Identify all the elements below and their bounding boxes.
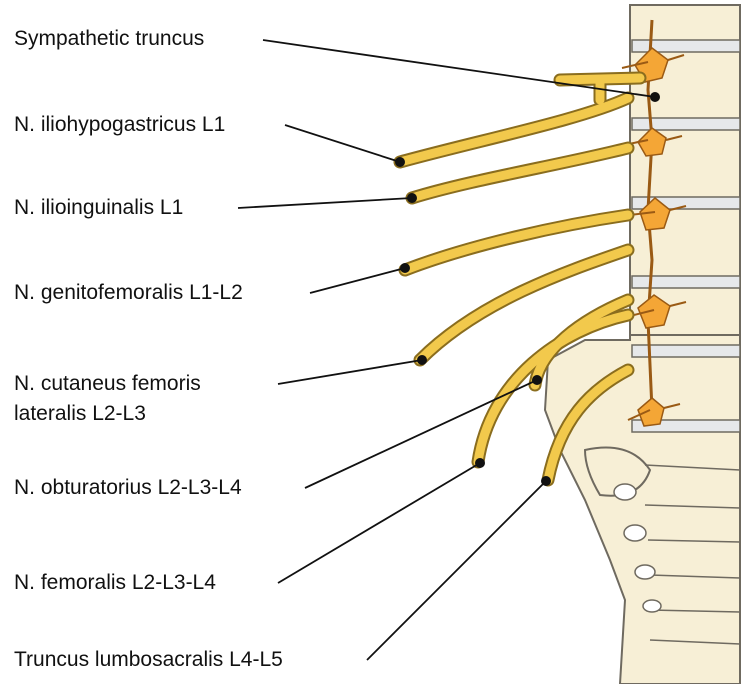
label-truncus-lumbosacralis: Truncus lumbosacralis L4-L5	[14, 647, 283, 673]
disc-4	[632, 276, 740, 288]
dot-obturatorius	[532, 375, 542, 385]
dot-genitofemoralis	[400, 263, 410, 273]
dot-lumbosacralis	[541, 476, 551, 486]
leader-ilioinguinalis	[238, 198, 412, 208]
label-iliohypogastricus: N. iliohypogastricus L1	[14, 112, 225, 138]
dot-sympathetic	[650, 92, 660, 102]
disc-1	[632, 40, 740, 52]
sacral-foramen-2	[624, 525, 646, 541]
dot-iliohypogastricus	[395, 157, 405, 167]
label-femoralis: N. femoralis L2-L3-L4	[14, 570, 216, 596]
label-cutaneus-line2: lateralis L2-L3	[14, 401, 146, 427]
dot-ilioinguinalis	[407, 193, 417, 203]
leader-femoralis	[278, 463, 480, 583]
label-ilioinguinalis: N. ilioinguinalis L1	[14, 195, 183, 221]
label-cutaneus-line1: N. cutaneus femoris	[14, 371, 201, 397]
dot-cutaneus	[417, 355, 427, 365]
leader-cutaneus	[278, 360, 422, 384]
leader-iliohypogastricus	[285, 125, 400, 162]
leader-lumbosacralis	[367, 481, 546, 660]
sacral-foramen-1	[614, 484, 636, 500]
leader-genitofemoralis	[310, 268, 405, 293]
sacral-foramen-3	[635, 565, 655, 579]
leader-sympathetic	[263, 40, 655, 97]
disc-2	[632, 118, 740, 130]
dot-femoralis	[475, 458, 485, 468]
label-genitofemoralis: N. genitofemoralis L1-L2	[14, 280, 243, 306]
leader-obturatorius	[305, 380, 537, 488]
sacral-foramen-4	[643, 600, 661, 612]
vertebral-column	[545, 5, 740, 684]
label-obturatorius: N. obturatorius L2-L3-L4	[14, 475, 242, 501]
label-sympathetic-truncus: Sympathetic truncus	[14, 26, 204, 52]
